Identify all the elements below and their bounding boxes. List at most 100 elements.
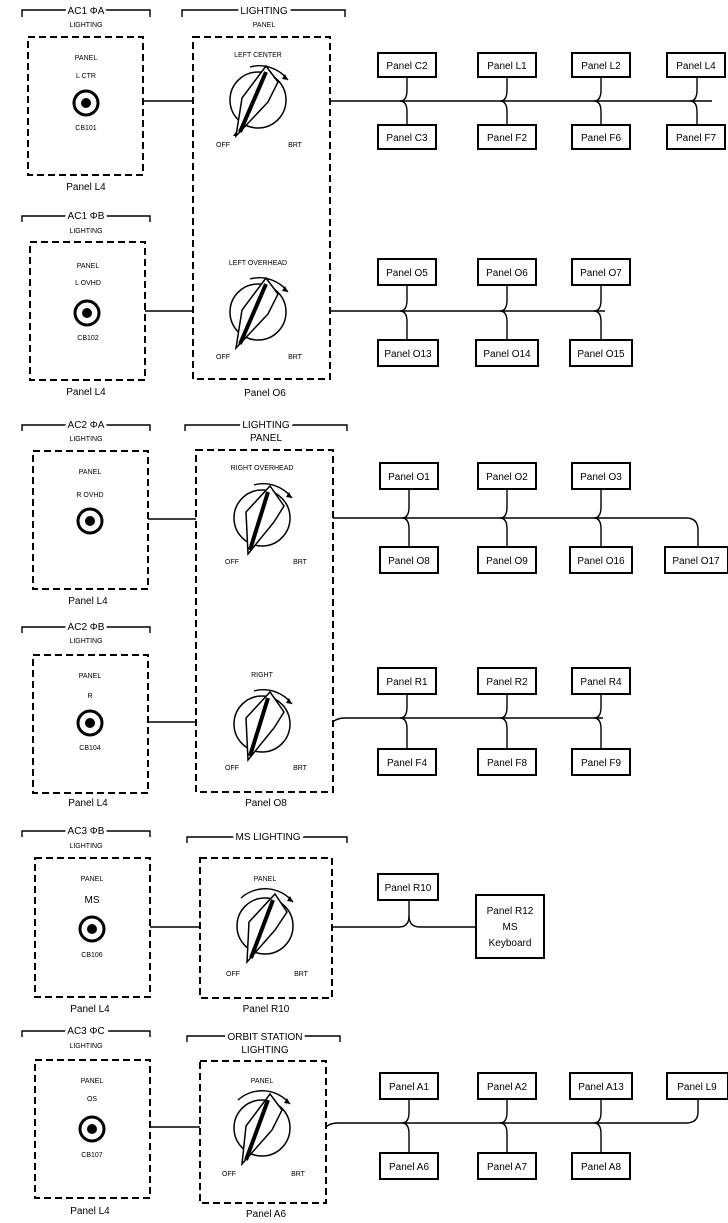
- breaker-panel-label: PANEL: [77, 263, 100, 270]
- breaker-panel-label: PANEL: [79, 673, 102, 680]
- bus-6-top-2[interactable]: Panel A2: [477, 1072, 537, 1100]
- dimmer-panel-caption: Panel R10: [243, 1004, 290, 1015]
- dimmer-brt-label: BRT: [294, 971, 309, 978]
- dimmer-off-label: OFF: [225, 765, 239, 772]
- dimmer-knob-left-overhead[interactable]: LEFT OVERHEAD OFF BRT: [216, 260, 303, 361]
- breaker-id: CB101: [75, 125, 97, 132]
- dimmer-panel-r10: MS LIGHTING Panel R10 PANEL OFF BRT: [186, 829, 348, 1015]
- bus-2-top-1[interactable]: Panel O5: [377, 258, 437, 286]
- bus-4-bottom-3[interactable]: Panel F9: [571, 748, 631, 776]
- svg-text:Panel O8: Panel O8: [388, 556, 430, 567]
- breaker-panel-6: AC3 ΦC LIGHTING PANEL OS CB107 Panel L4: [21, 1023, 151, 1217]
- bus-1-top-4[interactable]: Panel L4: [666, 52, 726, 78]
- svg-text:Panel R1: Panel R1: [386, 677, 428, 688]
- svg-text:Panel O1: Panel O1: [388, 472, 430, 483]
- breaker-header-4: AC2 ΦB: [68, 622, 105, 633]
- keyboard-line2: MS: [503, 922, 518, 933]
- breaker-subheader-3: LIGHTING: [69, 436, 102, 443]
- bus-4-top-1[interactable]: Panel R1: [377, 667, 437, 695]
- breaker-subheader-6: LIGHTING: [69, 1043, 102, 1050]
- bus-2-bottom-2[interactable]: Panel O14: [475, 339, 539, 367]
- breaker-header-5: AC3 ΦB: [68, 826, 105, 837]
- bus-6-bottom-3[interactable]: Panel A8: [571, 1152, 631, 1180]
- svg-text:Panel O14: Panel O14: [483, 349, 531, 360]
- bus-3-bottom-1[interactable]: Panel O8: [379, 546, 439, 574]
- dimmer-panel-header: LIGHTING: [242, 420, 289, 431]
- svg-text:Panel C3: Panel C3: [386, 133, 428, 144]
- svg-text:Panel O9: Panel O9: [486, 556, 528, 567]
- breaker-panel-frame: [32, 450, 149, 590]
- breaker-subheader-1: LIGHTING: [69, 22, 102, 29]
- dimmer-knob-right-overhead[interactable]: RIGHT OVERHEAD OFF BRT: [225, 465, 308, 566]
- bus-1-top-1[interactable]: Panel C2: [377, 52, 437, 78]
- dimmer-knob-right[interactable]: RIGHT OFF BRT: [225, 672, 308, 772]
- breaker-circuit-label: L OVHD: [75, 280, 101, 287]
- bus-5-top-1[interactable]: Panel R10: [377, 873, 439, 901]
- bus-3-top-1[interactable]: Panel O1: [379, 462, 439, 490]
- bus-1-bottom-1[interactable]: Panel C3: [377, 124, 437, 150]
- breaker-circuit-label: R OVHD: [76, 492, 103, 499]
- bus-1-bottom-3[interactable]: Panel F6: [571, 124, 631, 150]
- breaker-id: CB102: [77, 335, 99, 342]
- svg-text:Panel O7: Panel O7: [580, 268, 622, 279]
- dimmer-off-label: OFF: [226, 971, 240, 978]
- bus-3-bottom-4[interactable]: Panel O17: [664, 546, 728, 574]
- bus-6-top-3[interactable]: Panel A13: [569, 1072, 633, 1100]
- bus-3-top-3[interactable]: Panel O3: [571, 462, 631, 490]
- dimmer-panel-subheader: LIGHTING: [241, 1045, 288, 1056]
- bus-2-top-3[interactable]: Panel O7: [571, 258, 631, 286]
- bus-6-bottom-1[interactable]: Panel A6: [379, 1152, 439, 1180]
- breaker-panel-label: PANEL: [75, 55, 98, 62]
- dimmer-brt-label: BRT: [293, 559, 308, 566]
- breaker-id: CB106: [81, 952, 103, 959]
- bus-3-top-2[interactable]: Panel O2: [477, 462, 537, 490]
- bus-1-bottom-2[interactable]: Panel F2: [477, 124, 537, 150]
- circuit-breaker-button: [87, 924, 97, 934]
- breaker-panel-2: AC1 ΦB LIGHTING PANEL L OVHD CB102 Panel…: [21, 208, 151, 398]
- dimmer-panel-header: ORBIT STATION: [227, 1032, 302, 1043]
- breaker-circuit-label: L CTR: [76, 73, 96, 80]
- dimmer-panel-frame: [199, 1060, 327, 1204]
- dimmer-panel-a6: ORBIT STATION LIGHTING Panel A6 PANEL OF…: [186, 1029, 341, 1220]
- breaker-panel-4: AC2 ΦB LIGHTING PANEL R CB104 Panel L4: [21, 619, 151, 809]
- breaker-panel-label: PANEL: [81, 876, 104, 883]
- distribution-bus-2: Panel O5 Panel O6 Panel O7 Panel O13 Pan…: [330, 258, 633, 367]
- svg-text:Panel A13: Panel A13: [578, 1082, 624, 1093]
- bus-2-bottom-3[interactable]: Panel O15: [569, 339, 633, 367]
- bus-4-bottom-1[interactable]: Panel F4: [377, 748, 437, 776]
- breaker-panel-frame: [27, 36, 144, 176]
- bus-1-top-2[interactable]: Panel L1: [477, 52, 537, 78]
- bus-2-bottom-1[interactable]: Panel O13: [377, 339, 439, 367]
- dimmer-knob-left-center[interactable]: LEFT CENTER OFF BRT: [216, 52, 303, 149]
- breaker-panel-3: AC2 ΦA LIGHTING PANEL R OVHD Panel L4: [21, 417, 151, 607]
- breaker-subheader-2: LIGHTING: [69, 228, 102, 235]
- svg-text:Panel F7: Panel F7: [676, 133, 716, 144]
- bus-4-top-3[interactable]: Panel R4: [571, 667, 631, 695]
- bus-3-bottom-3[interactable]: Panel O16: [569, 546, 633, 574]
- breaker-caption: Panel L4: [66, 387, 106, 398]
- dimmer-off-label: OFF: [222, 1171, 236, 1178]
- bus-4-top-2[interactable]: Panel R2: [477, 667, 537, 695]
- svg-text:Panel O3: Panel O3: [580, 472, 622, 483]
- dimmer-knob-os-panel[interactable]: PANEL OFF BRT: [222, 1078, 306, 1178]
- keyboard-panel-box[interactable]: Panel R12 MS Keyboard: [475, 894, 545, 959]
- svg-text:Panel A2: Panel A2: [487, 1082, 527, 1093]
- circuit-breaker-button: [85, 516, 95, 526]
- dimmer-brt-label: BRT: [288, 354, 303, 361]
- bus-6-bottom-2[interactable]: Panel A7: [477, 1152, 537, 1180]
- svg-text:Panel C2: Panel C2: [386, 61, 428, 72]
- bus-4-bottom-2[interactable]: Panel F8: [477, 748, 537, 776]
- svg-text:Panel F8: Panel F8: [487, 758, 527, 769]
- dimmer-knob-ms-panel[interactable]: PANEL OFF BRT: [226, 876, 309, 978]
- svg-text:Panel O2: Panel O2: [486, 472, 528, 483]
- bus-2-top-2[interactable]: Panel O6: [477, 258, 537, 286]
- svg-text:Panel R2: Panel R2: [486, 677, 528, 688]
- breaker-header-2: AC1 ΦB: [68, 211, 105, 222]
- bus-1-bottom-4[interactable]: Panel F7: [666, 124, 726, 150]
- breaker-header-3: AC2 ΦA: [68, 420, 105, 431]
- bus-6-top-1[interactable]: Panel A1: [379, 1072, 439, 1100]
- bus-6-top-4[interactable]: Panel L9: [666, 1072, 728, 1100]
- bus-1-top-3[interactable]: Panel L2: [571, 52, 631, 78]
- bus-3-bottom-2[interactable]: Panel O9: [477, 546, 537, 574]
- breaker-panel-frame: [29, 241, 146, 381]
